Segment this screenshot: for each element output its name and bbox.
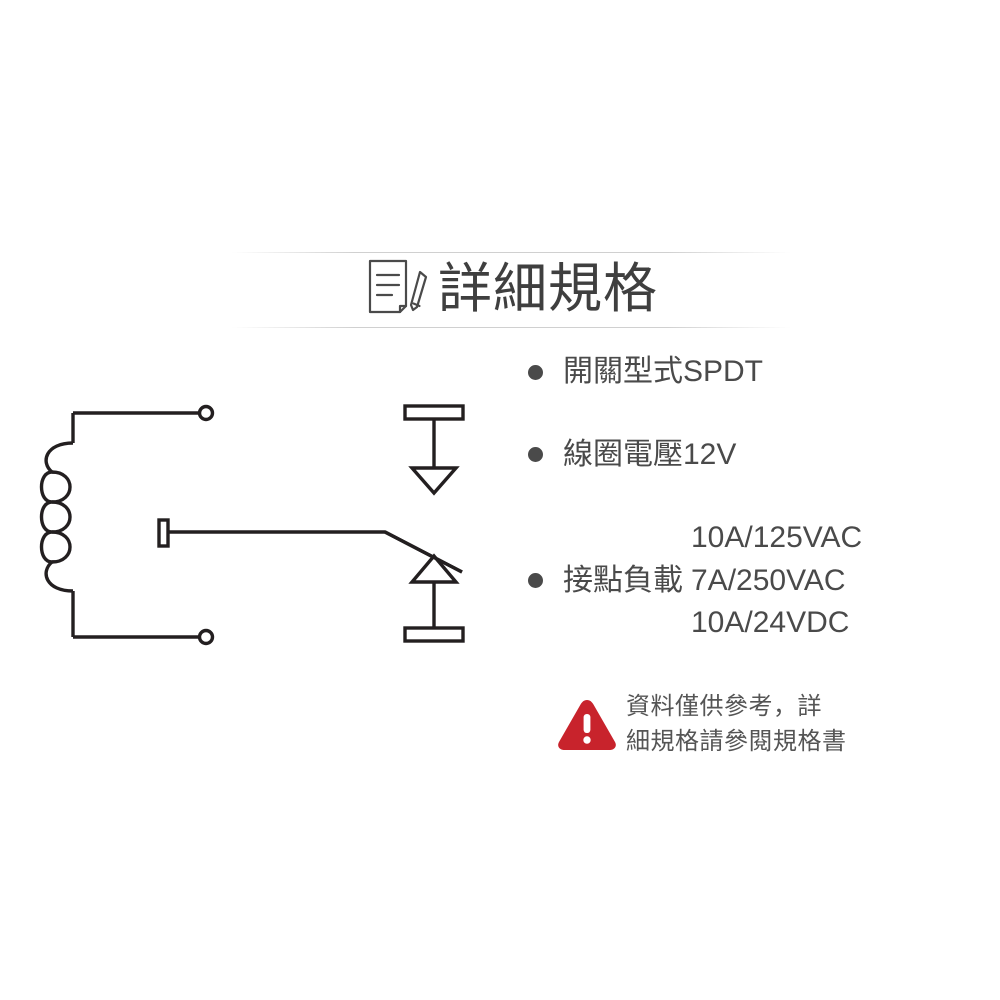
spec-item-coil-voltage: 線圈電壓12V xyxy=(528,435,958,476)
bullet-icon xyxy=(528,573,543,589)
disclaimer-text: 資料僅供參考，詳 細規格請參閱規格書 xyxy=(626,690,847,760)
spec-item-switch-type: 開關型式SPDT xyxy=(528,352,958,393)
spec-label-contact-load: 接點負載 xyxy=(563,563,683,597)
spec-value-load-3: 10A/24VDC xyxy=(691,606,850,640)
specification-list: 開關型式SPDT 線圈電壓12V 接點負載 10A/125VAC 7A/250V… xyxy=(528,352,958,645)
spdt-relay-schematic xyxy=(39,404,465,646)
coil-terminal-top-lead xyxy=(71,411,202,443)
spec-value-load-1: 10A/125VAC xyxy=(691,521,863,554)
page-title-row: 詳細規格 xyxy=(232,246,790,332)
spec-values-contact-load: 10A/125VAC 7A/250VAC 10A/24VDC xyxy=(691,517,862,645)
spec-label-switch-type: 開關型式SPDT xyxy=(563,355,764,388)
page-title: 詳細規格 xyxy=(438,259,658,319)
armature-arm-tip xyxy=(384,530,463,574)
document-pen-icon xyxy=(368,259,428,314)
normally-closed-contact xyxy=(403,404,465,496)
disclaimer-line-1: 資料僅供參考，詳 xyxy=(626,693,822,720)
disclaimer-note: 資料僅供參考，詳 細規格請參閱規格書 xyxy=(556,690,886,760)
coil-terminal-bottom-lead xyxy=(71,591,202,639)
warning-triangle-icon xyxy=(558,699,616,750)
bullet-icon xyxy=(528,364,543,380)
spec-label-coil-voltage: 線圈電壓12V xyxy=(563,437,737,471)
common-contact-terminal xyxy=(157,518,170,548)
bullet-icon xyxy=(528,447,543,463)
disclaimer-line-2: 細規格請參閱規格書 xyxy=(626,727,847,755)
normally-open-contact xyxy=(403,553,465,643)
title-band-divider xyxy=(232,252,790,328)
spec-value-load-2: 7A/250VAC xyxy=(691,563,846,597)
coil-terminal-bottom xyxy=(197,628,215,646)
armature-arm xyxy=(168,530,463,574)
relay-coil xyxy=(39,441,74,593)
spec-item-contact-load: 接點負載 10A/125VAC 7A/250VAC 10A/24VDC xyxy=(528,517,958,645)
coil-terminal-top xyxy=(197,404,215,422)
